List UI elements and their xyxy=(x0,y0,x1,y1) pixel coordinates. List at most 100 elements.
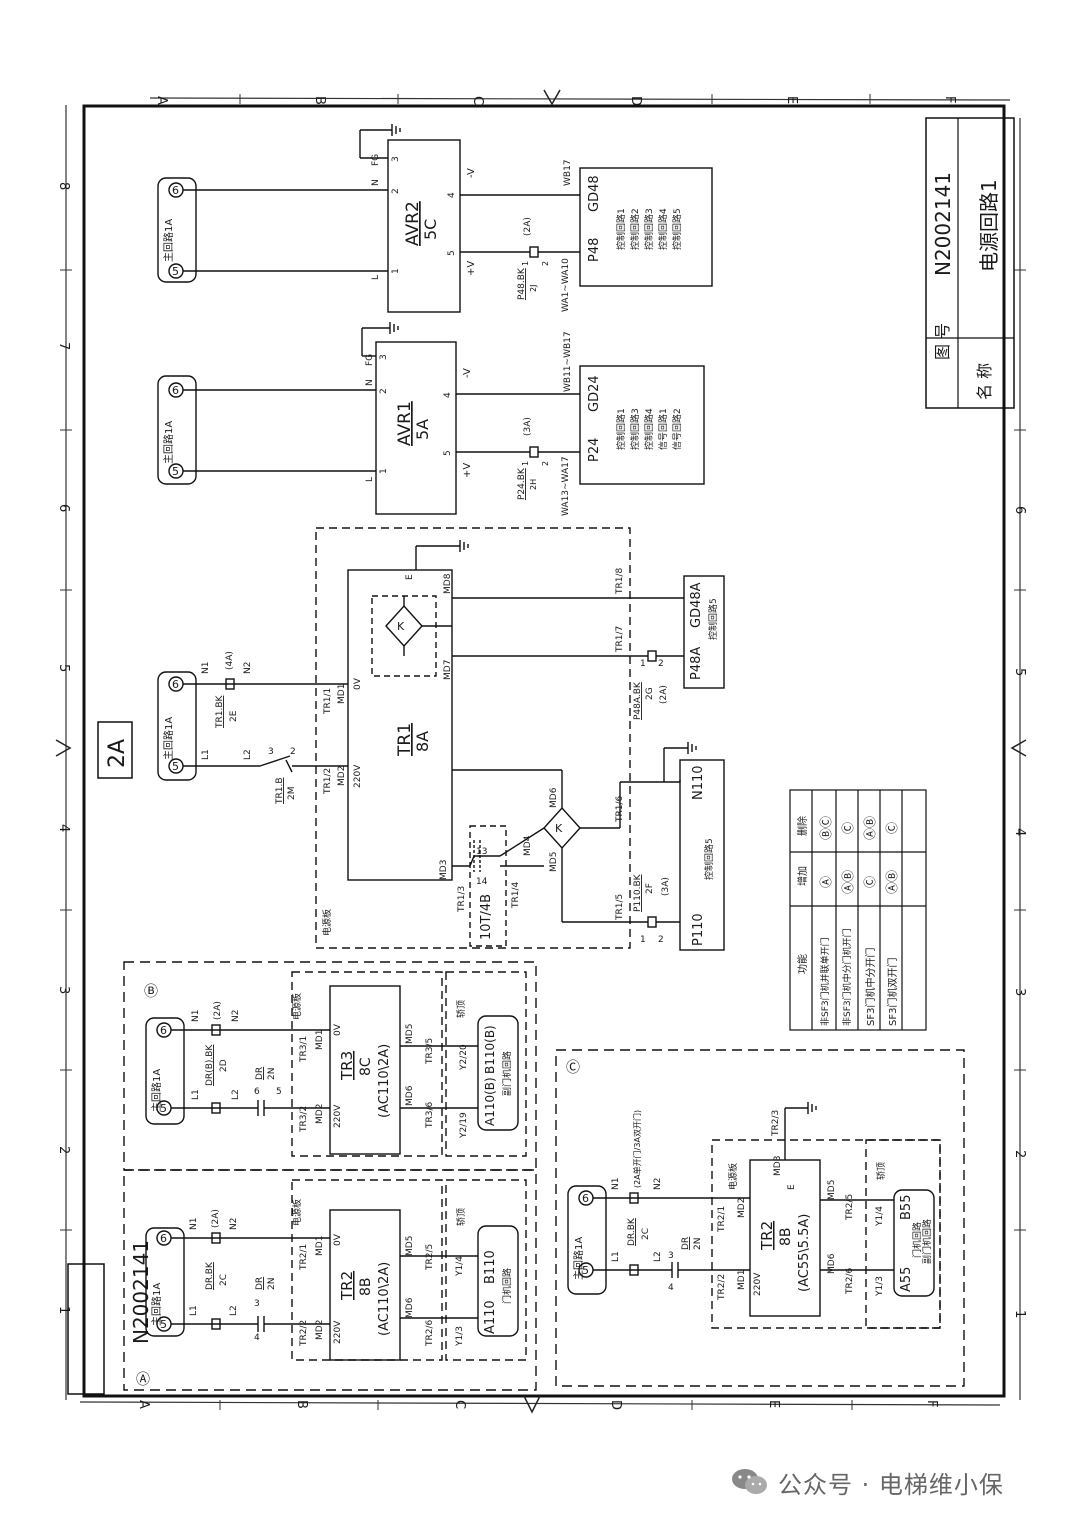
block-a-load: 门机回路 xyxy=(501,1268,513,1304)
p110-box xyxy=(679,759,725,951)
avr2-fuse-label: P48.BK xyxy=(517,267,527,300)
avr2-pin-4: 4 xyxy=(447,192,457,198)
avr1-pin-pos: +V xyxy=(462,463,473,478)
avr2-circuit xyxy=(157,124,713,313)
block-c-term-5: TR2/5 xyxy=(845,1194,855,1221)
block-b-pin-md6: MD6 xyxy=(405,1085,415,1106)
zone-number: 3 xyxy=(56,986,71,994)
tr1-box xyxy=(347,569,453,881)
tr1-source-box xyxy=(157,671,197,781)
block-b-brk-p5: 5 xyxy=(276,1087,282,1097)
avr2-fuse-p2: 2 xyxy=(541,261,550,266)
zone-number: 6 xyxy=(56,504,71,512)
tr1-wire-l2: L2 xyxy=(243,749,253,760)
avr1-pin-3: 3 xyxy=(379,354,389,360)
block-c-wire-n2: N2 xyxy=(653,1178,663,1190)
block-b-fuse-label: DR(B).BK xyxy=(205,1044,215,1086)
avr2-source-6: 6 xyxy=(172,184,179,197)
p110-fuse-p2: 2 xyxy=(658,935,664,945)
tr1-pin-0v: 0V xyxy=(353,677,363,690)
avr2-wire-neg: WB17 xyxy=(563,159,573,186)
block-c-fuse-sub: 2C xyxy=(641,1228,651,1240)
avr2-pin-5: 5 xyxy=(447,250,457,256)
avr2-load: 控制回路2 xyxy=(629,208,641,250)
avr1-source-label: 主回路1A xyxy=(162,421,175,464)
avr2-pin-l: L xyxy=(371,275,381,280)
tr1-jumper-13: 13 xyxy=(476,847,487,857)
tr1-term-7: TR1/7 xyxy=(615,626,625,653)
tr1-source-5: 5 xyxy=(172,760,179,773)
block-b-pin-0v: 0V xyxy=(333,1023,343,1036)
block-c-frame xyxy=(555,1049,965,1387)
tr1-pin-md8: MD8 xyxy=(443,573,453,594)
block-b-wire-n1: N1 xyxy=(191,1010,201,1022)
avr1-pin-n: N xyxy=(365,379,375,386)
avr2-pin-pos: +V xyxy=(466,261,477,276)
block-b-frame xyxy=(123,961,537,1171)
title-block: 图 号 名 称 N2002141 电源回路1 xyxy=(925,117,1015,409)
block-a-y4: Y1/4 xyxy=(455,1256,465,1277)
block-c-brk-p3: 3 xyxy=(668,1251,674,1261)
block-c-brk-label: DR xyxy=(681,1237,691,1250)
zone-numbers: 8 7 6 5 4 3 2 1 6 5 4 3 2 1 xyxy=(56,182,1027,1318)
zone-ruler xyxy=(65,97,1021,1406)
avr2-pin-3: 3 xyxy=(391,156,401,162)
table-cell: Ⓒ xyxy=(863,876,877,888)
p110-fuse-rating: (3A) xyxy=(661,877,671,896)
block-c-pin-md5: MD5 xyxy=(827,1180,837,1200)
block-b-rating: (AC110\2A) xyxy=(377,1044,392,1118)
function-table-text: 功能 增加 删除 非SF3门机并联单开门 Ⓐ ⒷⒸ 非SF3门机中分门机开门 Ⓐ… xyxy=(796,816,899,1026)
avr1-pin-neg: -V xyxy=(462,368,473,378)
zone-letter: D xyxy=(628,96,643,106)
avr1-fuse-p2: 2 xyxy=(541,461,550,466)
table-cell: 非SF3门机并联单开门 xyxy=(819,937,831,1026)
svg-text:K: K xyxy=(555,822,563,835)
avr1-wire-neg: WB11~WB17 xyxy=(563,331,573,392)
block-b-wire-l2: L2 xyxy=(231,1089,241,1100)
p48a-gd: GD48A xyxy=(689,582,704,628)
avr2-sub: 5C xyxy=(421,219,440,240)
avr1-labels: 主回路1A 6 5 AVR1 5A N FG L 3 2 1 4 5 -V +V… xyxy=(162,331,683,516)
tr1-breaker-label: TR1.B xyxy=(275,777,285,805)
tr1-fuse-in-rating: (4A) xyxy=(225,651,235,670)
ruler-ticks xyxy=(60,94,1026,1410)
block-a-pin-md1: MD1 xyxy=(315,1236,325,1256)
p48a-box xyxy=(683,575,725,689)
block-b-term-1: TR3/1 xyxy=(299,1036,309,1063)
avr2-out-gd: GD48 xyxy=(587,175,602,212)
tr1-breaker-sub: 2M xyxy=(287,787,297,801)
tr1-pin-e: E xyxy=(405,574,415,580)
block-b-pin-220v: 220V xyxy=(333,1104,343,1128)
block-a-fuse-label: DR.BK xyxy=(205,1261,215,1290)
block-c-rating: (AC55\5.5A) xyxy=(797,1214,812,1292)
block-a-term-1: TR2/1 xyxy=(299,1244,309,1271)
avr2-pin-n: N xyxy=(371,179,381,186)
block-a-fuse-rating: (2A) xyxy=(211,1209,221,1228)
table-cell: ⒶⒷ xyxy=(885,870,899,894)
avr1-circuit xyxy=(157,322,705,515)
table-cell: ⒷⒸ xyxy=(819,816,833,840)
tr1-fuse-in xyxy=(225,678,235,690)
zone-letter: F xyxy=(924,1400,939,1407)
block-b-out-a: A110(B) xyxy=(483,1077,497,1126)
p110-name: P110 xyxy=(691,913,706,946)
avr1-load: 信号回路1 xyxy=(657,408,669,450)
block-c-load1: 门机回路 xyxy=(911,1222,923,1258)
zone-number: 4 xyxy=(1012,828,1027,836)
block-a-pin-md2: MD2 xyxy=(315,1320,325,1340)
block-c-source-6: 6 xyxy=(582,1192,589,1205)
avr1-fuse-p1: 1 xyxy=(521,461,530,466)
block-c-term-2: TR2/2 xyxy=(717,1274,727,1301)
block-c-brk-p4: 4 xyxy=(668,1283,674,1293)
p110-fuse-label: P110.BK xyxy=(633,873,643,912)
zone-number: 7 xyxy=(56,342,71,350)
avr1-pin-2: 2 xyxy=(379,388,389,394)
block-c-load2: 副门机回路 xyxy=(921,1219,933,1264)
block-a-brk-sub: 2N xyxy=(267,1278,277,1290)
block-b-sub: 8C xyxy=(358,1057,374,1076)
p48a-fuse-sub: 2G xyxy=(645,687,655,700)
avr1-pin-1: 1 xyxy=(379,468,389,474)
block-b-out-b: B110(B) xyxy=(483,1025,497,1074)
tr1-pin-md5: MD5 xyxy=(549,852,559,872)
